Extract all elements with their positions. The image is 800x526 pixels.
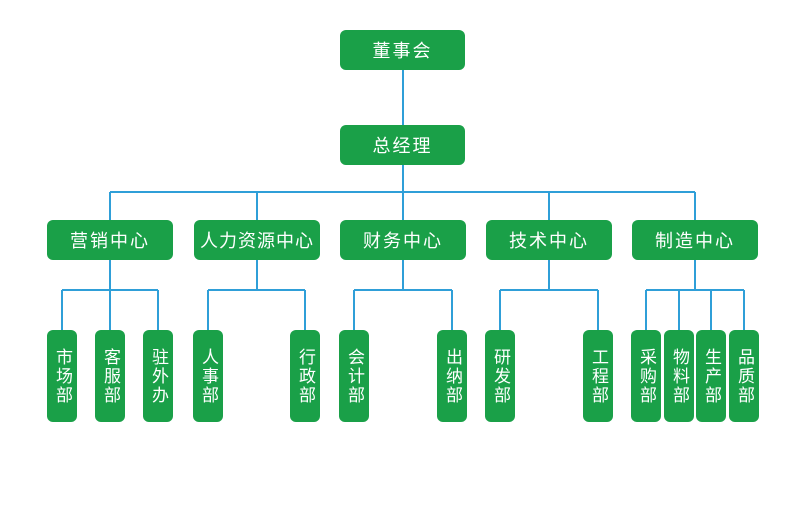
node-dept-production: 生产部	[696, 330, 726, 422]
node-center-hr: 人力资源中心	[194, 220, 320, 260]
node-board: 董事会	[340, 30, 465, 70]
node-dept-rnd: 研发部	[485, 330, 515, 422]
node-center-manufacturing: 制造中心	[632, 220, 758, 260]
node-dept-customer-service: 客服部	[95, 330, 125, 422]
node-center-tech: 技术中心	[486, 220, 612, 260]
node-dept-personnel: 人事部	[193, 330, 223, 422]
node-dept-cashier: 出纳部	[437, 330, 467, 422]
node-center-sales: 营销中心	[47, 220, 173, 260]
node-dept-engineering: 工程部	[583, 330, 613, 422]
node-dept-quality: 品质部	[729, 330, 759, 422]
node-center-finance: 财务中心	[340, 220, 466, 260]
node-dept-admin: 行政部	[290, 330, 320, 422]
node-dept-field-office: 驻外办	[143, 330, 173, 422]
node-dept-accounting: 会计部	[339, 330, 369, 422]
node-dept-market: 市场部	[47, 330, 77, 422]
node-dept-materials: 物料部	[664, 330, 694, 422]
node-general-manager: 总经理	[340, 125, 465, 165]
node-dept-procurement: 采购部	[631, 330, 661, 422]
